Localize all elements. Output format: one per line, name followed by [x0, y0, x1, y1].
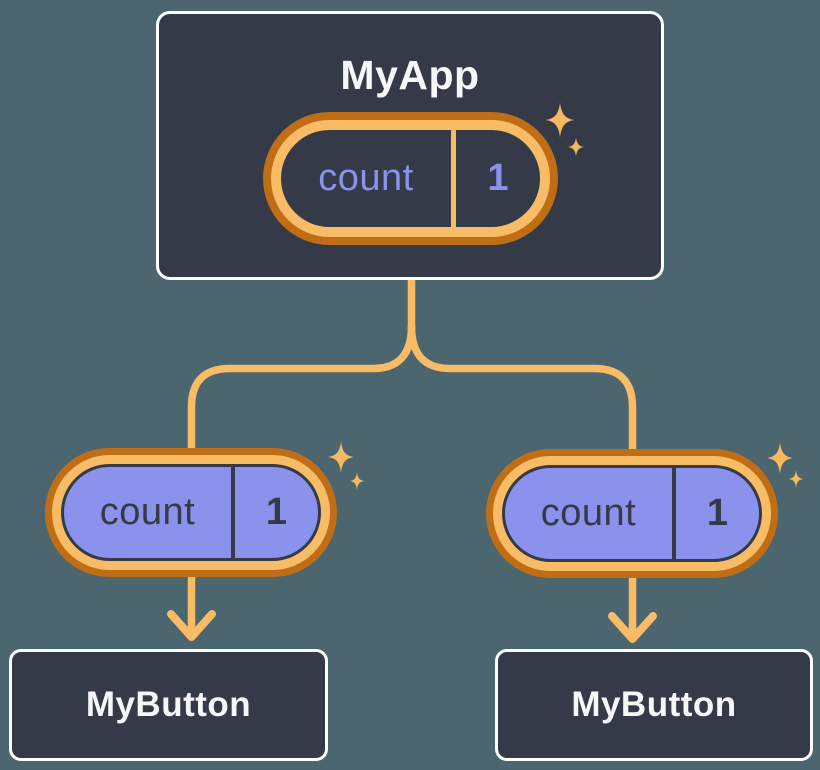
sparkle-icon: [766, 442, 794, 474]
sparkle-icon: [788, 470, 804, 488]
sparkle-icon: [349, 472, 365, 490]
state-key-label: count: [99, 491, 196, 533]
pill-divider: [672, 468, 676, 559]
state-value: 1: [487, 157, 509, 199]
component-label: MyButton: [571, 685, 737, 724]
pill-divider: [451, 130, 456, 227]
state-pill-left: count 1: [61, 464, 321, 561]
component-label: MyButton: [85, 685, 252, 724]
state-value: 1: [265, 491, 288, 533]
state-key-label: count: [318, 157, 414, 199]
sparkle-icon: [327, 441, 355, 473]
state-pill-root: count 1: [271, 120, 550, 237]
state-key-label: count: [540, 492, 637, 534]
component-node-mybutton-right: MyButton: [495, 649, 813, 761]
state-value: 1: [706, 492, 729, 534]
arrowhead-down-left-icon: [167, 610, 216, 641]
component-label: MyApp: [340, 52, 480, 98]
arrowhead-down-right-icon: [608, 612, 657, 643]
state-pill-right: count 1: [502, 465, 762, 562]
component-node-mybutton-left: MyButton: [9, 649, 328, 761]
